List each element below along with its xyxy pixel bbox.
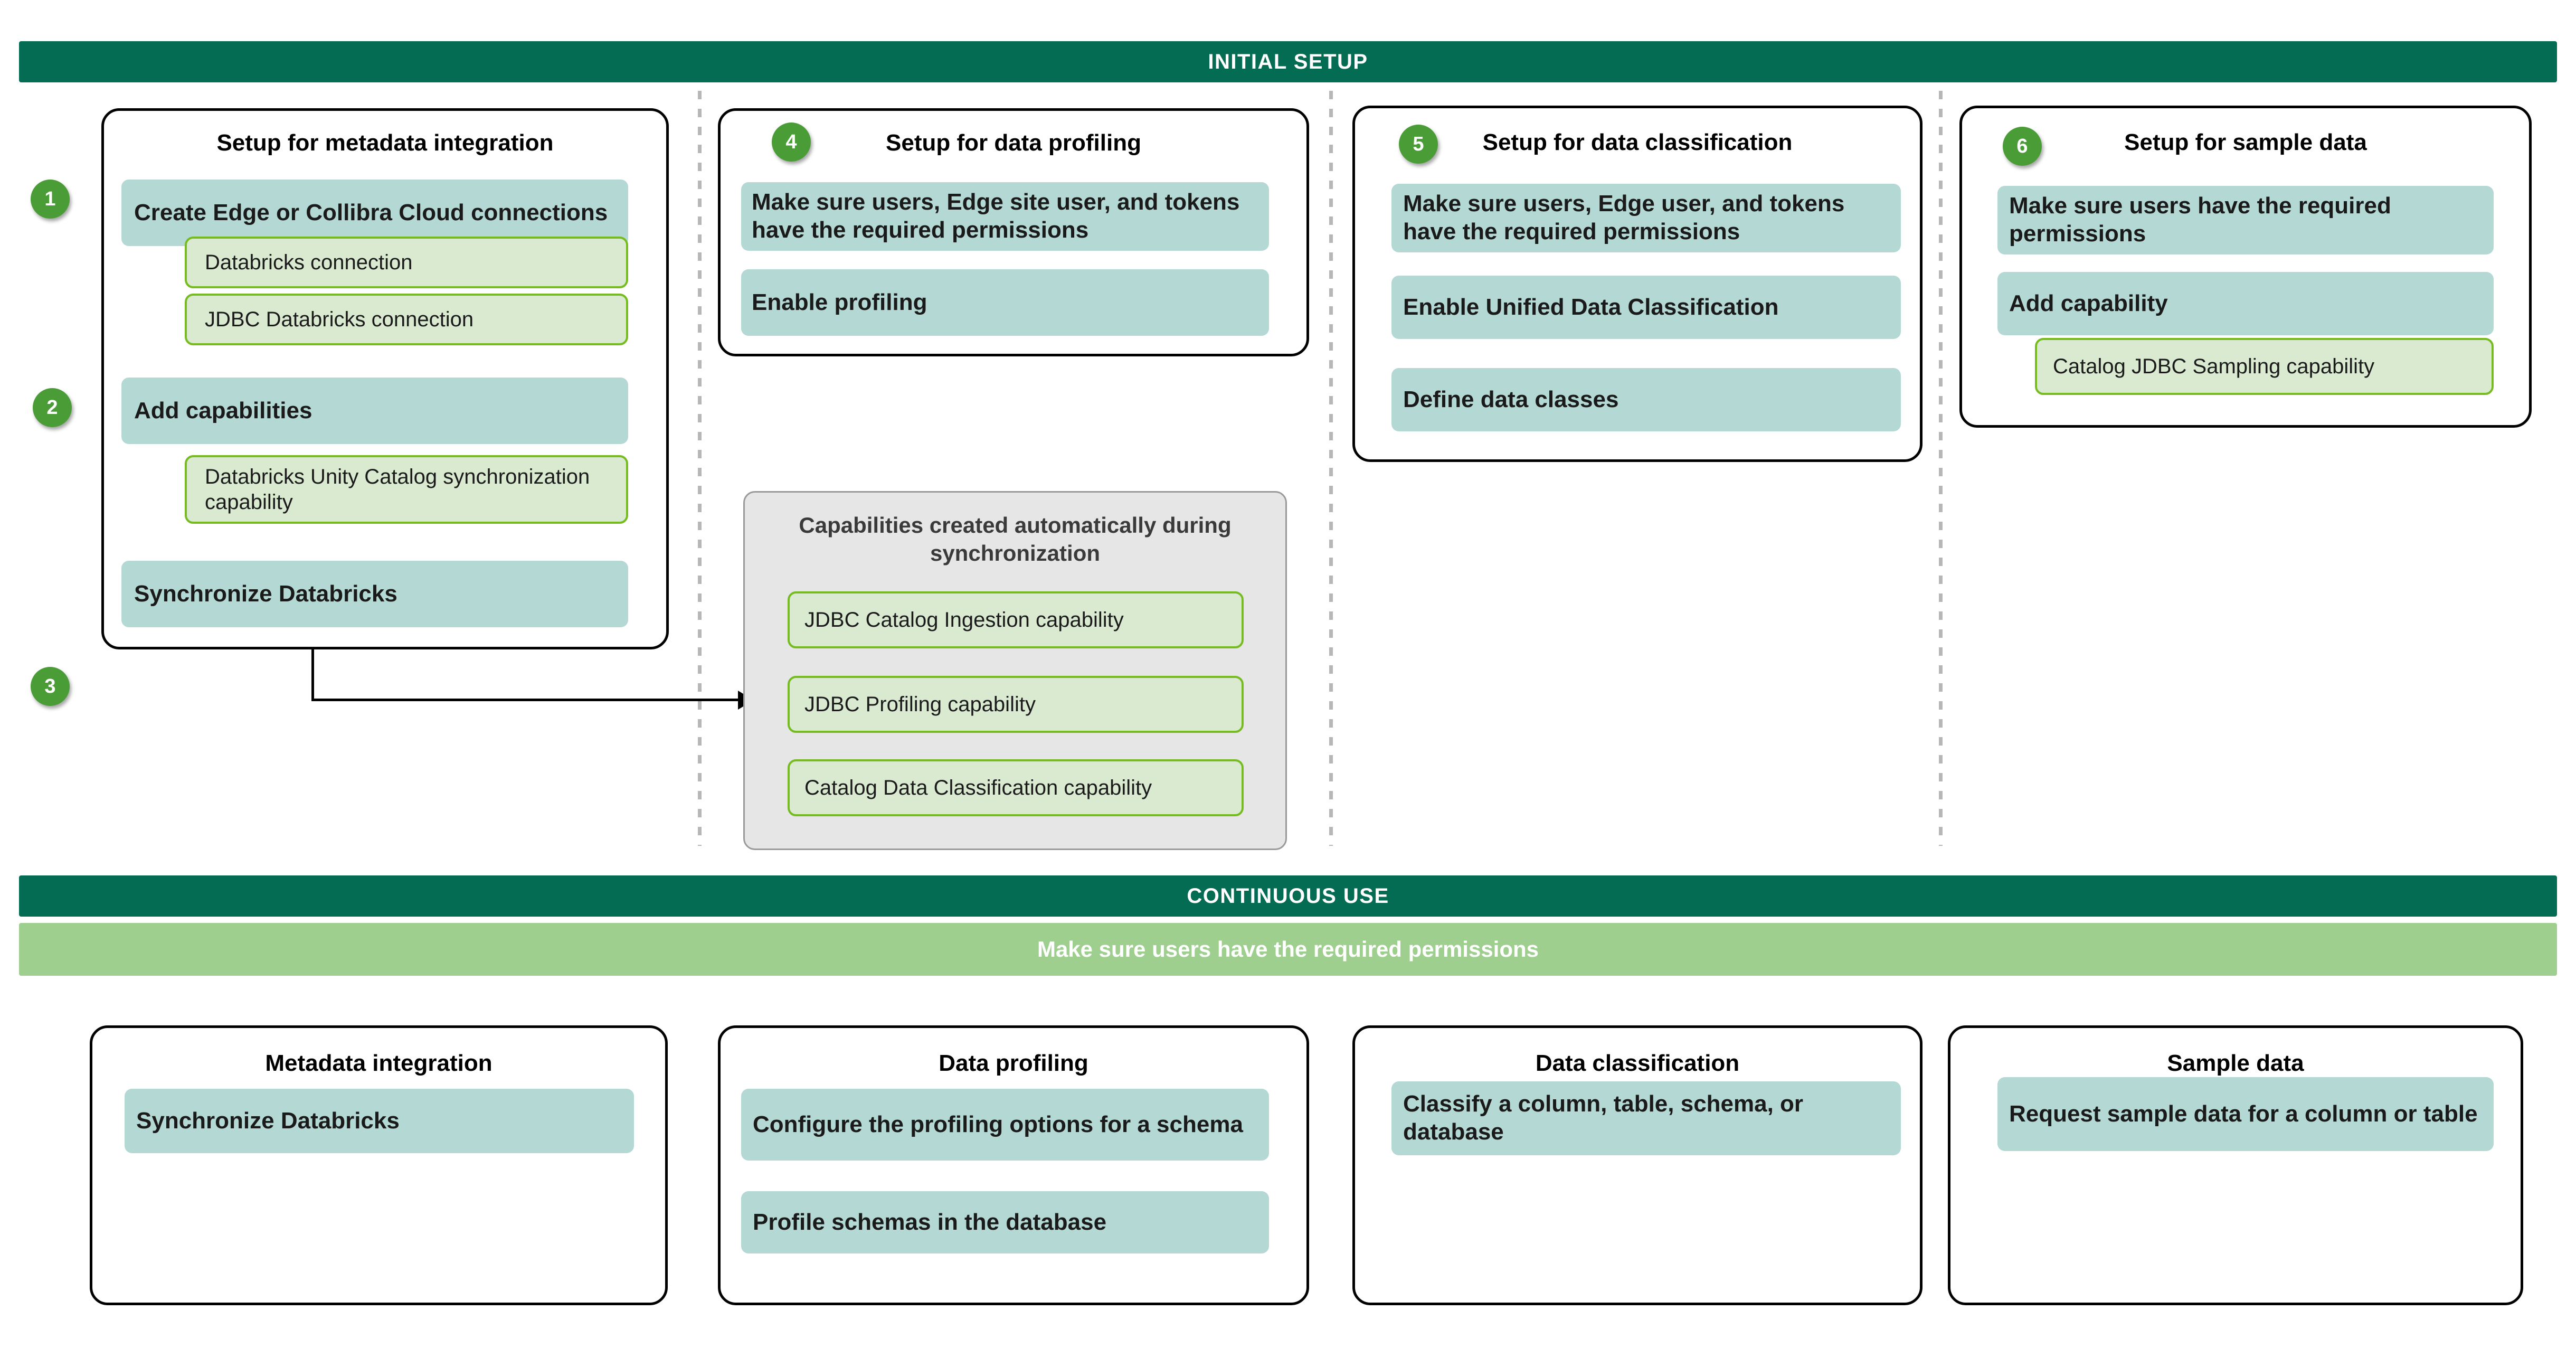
initial-setup-banner-label: INITIAL SETUP <box>1208 50 1368 73</box>
step-classification-permissions-label: Make sure users, Edge user, and tokens h… <box>1403 191 1845 244</box>
capability-unity-catalog-sync: Databricks Unity Catalog synchronization… <box>185 455 628 524</box>
card-continuous-sample-data: Sample data <box>1948 1025 2523 1305</box>
connector-vertical <box>311 648 314 701</box>
continuous-step-classify-object: Classify a column, table, schema, or dat… <box>1391 1081 1901 1155</box>
continuous-step-request-sample-data: Request sample data for a column or tabl… <box>1997 1077 2494 1151</box>
card-setup-data-classification-title: Setup for data classification <box>1482 129 1793 155</box>
card-setup-sample-data-title: Setup for sample data <box>2124 129 2367 155</box>
step-add-capability: Add capability <box>1997 272 2494 335</box>
step-add-capabilities-label: Add capabilities <box>134 398 312 423</box>
column-divider-1 <box>698 91 702 846</box>
step-sample-data-permissions-label: Make sure users have the required permis… <box>2009 193 2391 247</box>
step-add-capabilities: Add capabilities <box>121 378 628 444</box>
step-synchronize-databricks-label: Synchronize Databricks <box>134 581 397 607</box>
auto-capability-jdbc-profiling: JDBC Profiling capability <box>788 676 1244 733</box>
step-badge-2: 2 <box>33 388 72 427</box>
step-badge-3: 3 <box>31 667 70 706</box>
card-continuous-metadata-integration: Metadata integration <box>90 1025 668 1305</box>
step-badge-1: 1 <box>31 180 70 219</box>
card-setup-data-profiling-title: Setup for data profiling <box>886 130 1141 156</box>
continuous-step-synchronize-databricks-label: Synchronize Databricks <box>136 1108 400 1134</box>
step-badge-4-label: 4 <box>785 130 797 153</box>
auto-capability-jdbc-profiling-label: JDBC Profiling capability <box>804 692 1036 716</box>
step-enable-profiling: Enable profiling <box>741 269 1269 336</box>
continuous-step-profile-schemas: Profile schemas in the database <box>741 1191 1269 1253</box>
auto-capability-catalog-data-classification-label: Catalog Data Classification capability <box>804 776 1152 799</box>
capability-unity-catalog-sync-label: Databricks Unity Catalog synchronization… <box>205 465 590 514</box>
column-divider-2 <box>1329 91 1333 846</box>
step-classification-permissions: Make sure users, Edge user, and tokens h… <box>1391 184 1901 252</box>
step-define-data-classes-label: Define data classes <box>1403 387 1619 412</box>
continuous-use-note-label: Make sure users have the required permis… <box>1037 937 1539 961</box>
continuous-step-configure-profiling-options-label: Configure the profiling options for a sc… <box>753 1111 1243 1137</box>
step-badge-6-label: 6 <box>2016 135 2028 157</box>
step-define-data-classes: Define data classes <box>1391 368 1901 431</box>
auto-capability-catalog-data-classification: Catalog Data Classification capability <box>788 759 1244 816</box>
auto-capability-jdbc-catalog-ingestion: JDBC Catalog Ingestion capability <box>788 591 1244 648</box>
step-badge-2-label: 2 <box>46 396 58 419</box>
step-add-capability-label: Add capability <box>2009 290 2168 316</box>
card-continuous-data-profiling-title: Data profiling <box>939 1050 1088 1076</box>
continuous-step-classify-object-label: Classify a column, table, schema, or dat… <box>1403 1091 1804 1145</box>
initial-setup-banner: INITIAL SETUP <box>19 41 2557 82</box>
step-enable-profiling-label: Enable profiling <box>752 289 927 315</box>
capability-jdbc-databricks-connection: JDBC Databricks connection <box>185 294 628 345</box>
panel-auto-capabilities-title: Capabilities created automatically durin… <box>799 513 1232 565</box>
capability-catalog-jdbc-sampling: Catalog JDBC Sampling capability <box>2035 338 2494 395</box>
continuous-use-banner-label: CONTINUOUS USE <box>1187 884 1389 908</box>
continuous-step-request-sample-data-label: Request sample data for a column or tabl… <box>2009 1100 2478 1127</box>
card-continuous-data-classification: Data classification <box>1352 1025 1922 1305</box>
step-profiling-permissions: Make sure users, Edge site user, and tok… <box>741 182 1269 251</box>
column-divider-3 <box>1939 91 1943 846</box>
step-badge-5: 5 <box>1399 125 1438 164</box>
card-setup-metadata-integration-title: Setup for metadata integration <box>216 130 554 156</box>
capability-jdbc-databricks-connection-label: JDBC Databricks connection <box>205 307 474 331</box>
capability-catalog-jdbc-sampling-label: Catalog JDBC Sampling capability <box>2053 354 2375 378</box>
continuous-use-note-banner: Make sure users have the required permis… <box>19 923 2557 976</box>
continuous-step-profile-schemas-label: Profile schemas in the database <box>753 1209 1107 1235</box>
connector-horizontal <box>311 699 744 701</box>
card-continuous-data-classification-title: Data classification <box>1535 1050 1740 1076</box>
step-badge-4: 4 <box>772 122 811 162</box>
step-create-connections-label: Create Edge or Collibra Cloud connection… <box>134 199 608 225</box>
continuous-step-configure-profiling-options: Configure the profiling options for a sc… <box>741 1089 1269 1161</box>
card-continuous-metadata-integration-title: Metadata integration <box>265 1050 493 1076</box>
auto-capability-jdbc-catalog-ingestion-label: JDBC Catalog Ingestion capability <box>804 608 1124 631</box>
step-create-connections: Create Edge or Collibra Cloud connection… <box>121 180 628 246</box>
continuous-step-synchronize-databricks: Synchronize Databricks <box>125 1089 634 1153</box>
step-badge-6: 6 <box>2003 127 2042 166</box>
step-enable-unified-data-classification: Enable Unified Data Classification <box>1391 276 1901 339</box>
step-badge-5-label: 5 <box>1413 133 1424 155</box>
step-badge-1-label: 1 <box>44 187 56 210</box>
card-continuous-data-profiling: Data profiling <box>718 1025 1309 1305</box>
capability-databricks-connection: Databricks connection <box>185 237 628 288</box>
step-badge-3-label: 3 <box>44 675 56 697</box>
step-profiling-permissions-label: Make sure users, Edge site user, and tok… <box>752 189 1240 243</box>
card-continuous-sample-data-title: Sample data <box>2167 1050 2304 1076</box>
continuous-use-banner: CONTINUOUS USE <box>19 875 2557 917</box>
capability-databricks-connection-label: Databricks connection <box>205 250 413 274</box>
step-sample-data-permissions: Make sure users have the required permis… <box>1997 186 2494 254</box>
step-synchronize-databricks: Synchronize Databricks <box>121 561 628 627</box>
step-enable-unified-data-classification-label: Enable Unified Data Classification <box>1403 294 1779 320</box>
